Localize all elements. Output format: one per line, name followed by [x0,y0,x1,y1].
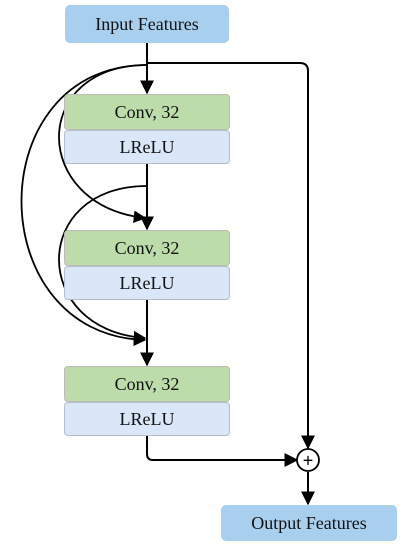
conv-label-2: Conv, 32 [114,237,180,258]
activation-block-2: LReLU [64,266,230,300]
conv-block-3: Conv, 32 [64,366,230,402]
input-features-label: Input Features [95,13,199,34]
dense-arrow-input-to-conv3 [20,64,148,346]
activation-block-1: LReLU [64,130,230,164]
input-features-box: Input Features [65,5,229,43]
conv-label-3: Conv, 32 [114,373,180,394]
arrow-relu3-to-sum [146,436,299,467]
output-features-label: Output Features [251,512,367,533]
dense-arrow-input-to-conv2 [58,64,148,223]
output-features-box: Output Features [221,505,397,541]
activation-label-2: LReLU [119,272,175,293]
dense-arrow-relu1-to-conv3 [58,185,148,344]
activation-label-3: LReLU [119,408,175,429]
sum-node: + [296,448,320,472]
activation-label-1: LReLU [119,136,175,157]
sum-symbol: + [303,451,314,471]
arrow-residual-skip [147,62,315,450]
activation-block-3: LReLU [64,402,230,436]
conv-block-1: Conv, 32 [64,94,230,130]
conv-label-1: Conv, 32 [114,101,180,122]
conv-block-2: Conv, 32 [64,230,230,266]
